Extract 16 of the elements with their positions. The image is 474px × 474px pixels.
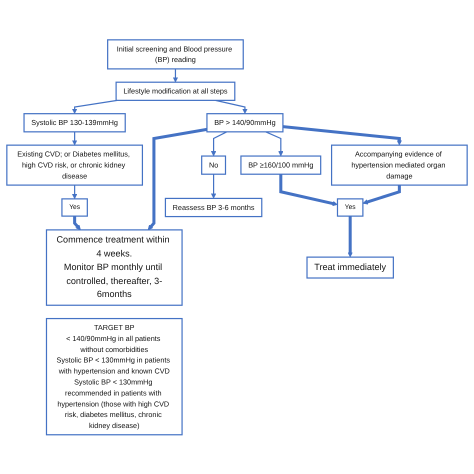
arrow [279,174,338,206]
arrow [210,174,216,198]
node-box: Treat immediately [306,256,394,278]
arrow [210,130,228,156]
node-box: Commence treatment within 4 weeks. Monitor BP monthly until controlled, thereafter, 3-6months [46,228,183,306]
arrow [72,184,78,199]
arrow [282,124,402,146]
arrow [265,130,284,156]
arrow [148,128,208,230]
arrow [215,99,248,114]
arrow [348,216,353,258]
arrow [72,132,78,146]
arrow [362,184,401,204]
arrow [72,99,118,114]
arrow [172,68,178,82]
arrow [73,216,81,230]
